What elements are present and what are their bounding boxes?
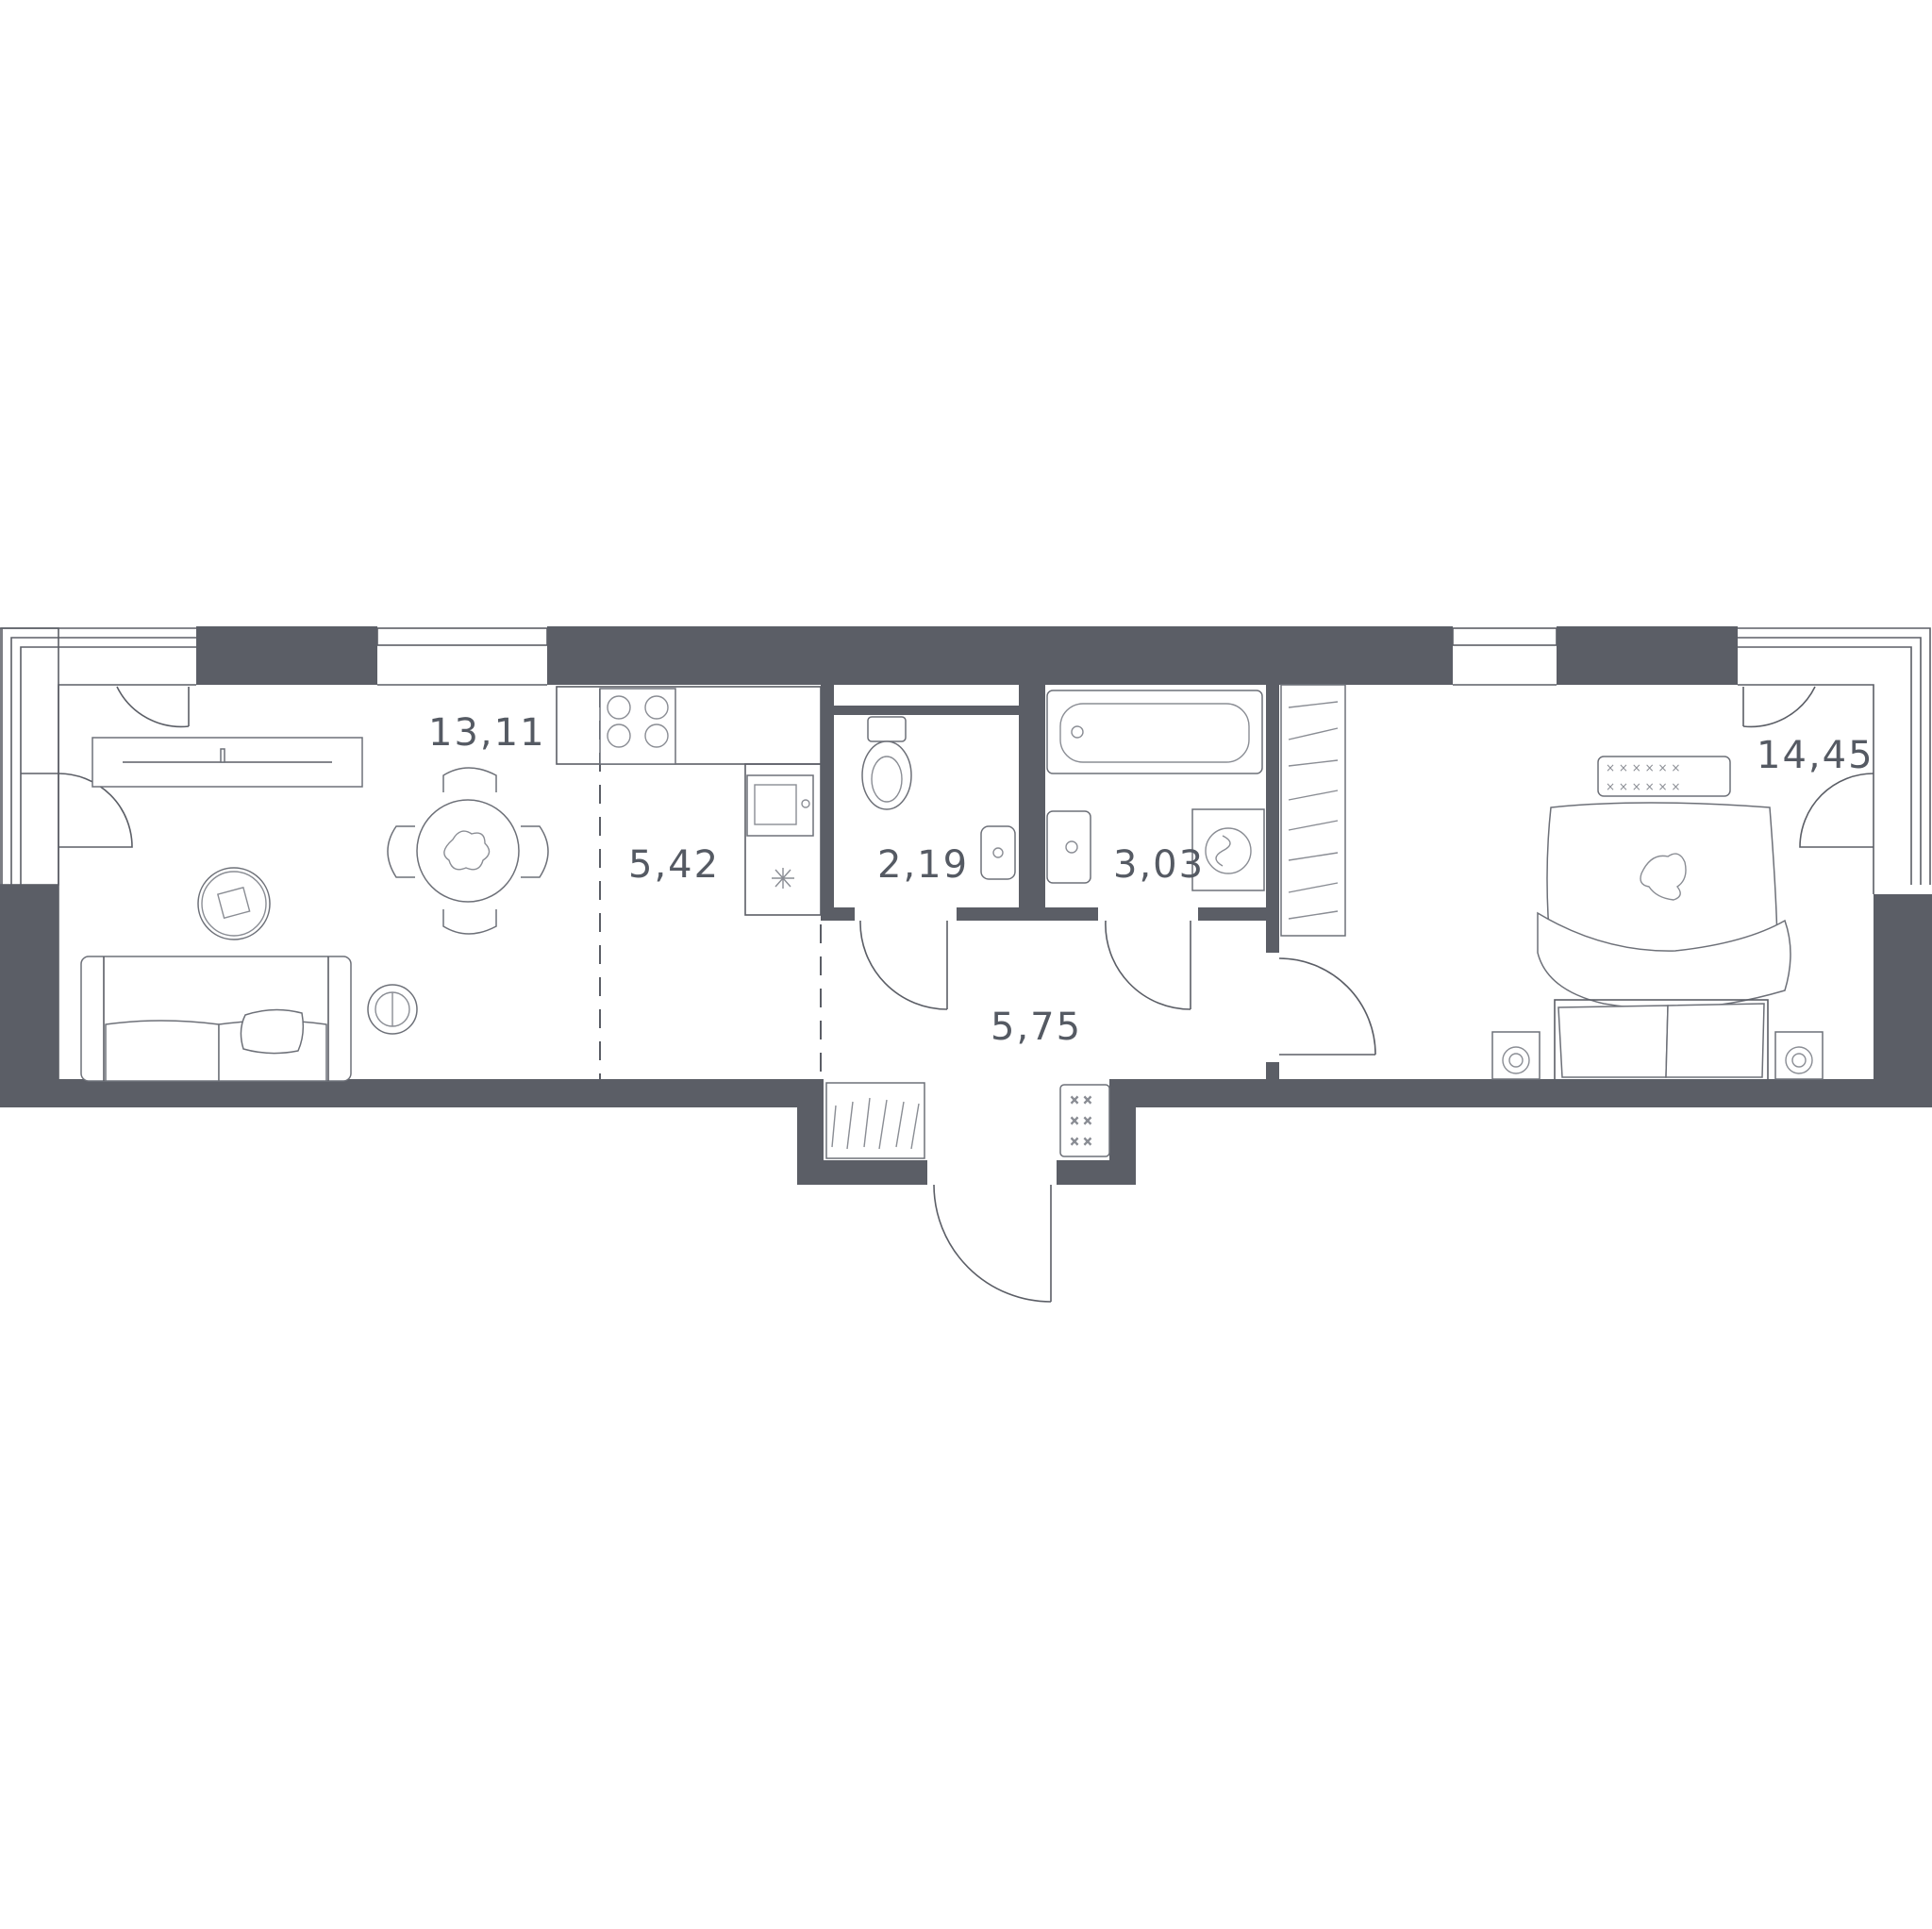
area-label-bedroom: 14,45: [1757, 734, 1874, 777]
ottoman: × × × × × ×: [1059, 1084, 1110, 1157]
svg-text:× × × × × ×: × × × × × ×: [1606, 761, 1680, 774]
toilet-icon: [861, 716, 912, 810]
area-label-hallway: 5,75: [991, 1006, 1082, 1049]
hob-fan: [772, 868, 794, 889]
svg-text:× ×: × ×: [1070, 1114, 1092, 1127]
tv-console: [92, 737, 363, 788]
shoe-rack-icon: [825, 1082, 925, 1159]
area-label-kitchen: 5,42: [628, 843, 720, 887]
washing-machine-icon: [1191, 808, 1265, 891]
table-icon: [416, 799, 520, 903]
wc-sink: [980, 825, 1016, 880]
bath-sink: [1046, 810, 1091, 884]
svg-text:× ×: × ×: [1070, 1135, 1092, 1148]
area-label-living: 13,11: [428, 711, 546, 755]
room-outlines: [58, 684, 1874, 1079]
wardrobe-icon: [1280, 684, 1346, 937]
kitchen-counter: [556, 686, 822, 916]
bathtub-icon: [1046, 690, 1263, 774]
chair-icon: [387, 767, 549, 935]
stove-icon: [599, 688, 676, 765]
armchair-icon: [367, 984, 418, 1035]
balcony-frames: [0, 627, 1931, 886]
pillow-icon: × × × × × × × × × × × ×: [1597, 756, 1731, 797]
area-label-bathroom: 3,03: [1113, 843, 1205, 887]
sofa-icon: [80, 956, 352, 1082]
coffee-table: [197, 867, 271, 940]
svg-text:× ×: × ×: [1070, 1093, 1092, 1106]
walls: [0, 626, 1932, 1185]
doors: [21, 686, 1874, 1303]
area-label-wc: 2,19: [877, 843, 969, 887]
bed-icon: [1537, 802, 1791, 1082]
plant-icon: [1491, 1031, 1824, 1080]
sink-icon: [746, 774, 814, 837]
svg-text:× × × × × ×: × × × × × ×: [1606, 780, 1680, 793]
